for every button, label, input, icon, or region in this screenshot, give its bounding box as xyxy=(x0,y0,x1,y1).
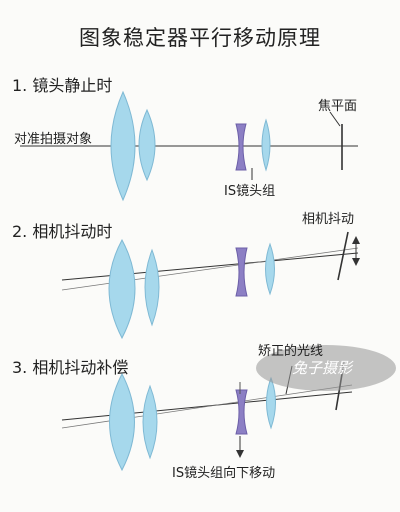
diagram-title: 图象稳定器平行移动原理 xyxy=(79,26,321,50)
watermark-badge xyxy=(256,345,396,391)
second-lens-1 xyxy=(138,108,156,182)
step-3-label: 3. 相机抖动补偿 xyxy=(12,358,129,377)
corrected-ray-label: 矫正的光线 xyxy=(258,344,324,359)
shaken-axis-2 xyxy=(61,252,359,281)
front-lens-2 xyxy=(108,238,136,340)
down-arrow-head xyxy=(236,450,244,458)
object-label: 对准拍摄对象 xyxy=(14,132,93,147)
is-lens-convex-3 xyxy=(266,376,276,430)
light-ray-2 xyxy=(61,247,359,291)
second-lens-3 xyxy=(142,384,158,460)
focal-plane-pointer xyxy=(329,111,341,127)
camera-shake-label: 相机抖动 xyxy=(302,212,355,227)
is-lens-concave-2 xyxy=(235,247,248,297)
corrected-ray-3 xyxy=(61,384,353,429)
step-2-label: 2. 相机抖动时 xyxy=(12,222,113,241)
front-lens-1 xyxy=(110,90,136,202)
front-lens-3 xyxy=(109,372,135,472)
watermark-text: 兔子摄影 xyxy=(292,359,353,377)
is-lens-convex-1 xyxy=(261,118,271,172)
shaken-axis-3 xyxy=(61,391,353,421)
is-lens-convex-2 xyxy=(265,242,275,296)
section-2-optics xyxy=(61,231,360,340)
section-1-optics xyxy=(20,90,358,202)
shake-arrow-down-head xyxy=(352,258,360,266)
section-3-optics xyxy=(61,361,353,472)
is-group-label: IS镜头组 xyxy=(224,184,276,199)
is-lens-concave-3 xyxy=(235,389,248,435)
second-lens-2 xyxy=(144,248,160,327)
step-1-label: 1. 镜头静止时 xyxy=(12,76,113,95)
shake-arrow-up-head xyxy=(352,236,360,244)
is-lens-concave-1 xyxy=(235,123,247,171)
is-move-down-label: IS镜头组向下移动 xyxy=(172,466,276,481)
focal-plane-label: 焦平面 xyxy=(318,99,358,114)
focal-plane-2 xyxy=(337,231,349,281)
